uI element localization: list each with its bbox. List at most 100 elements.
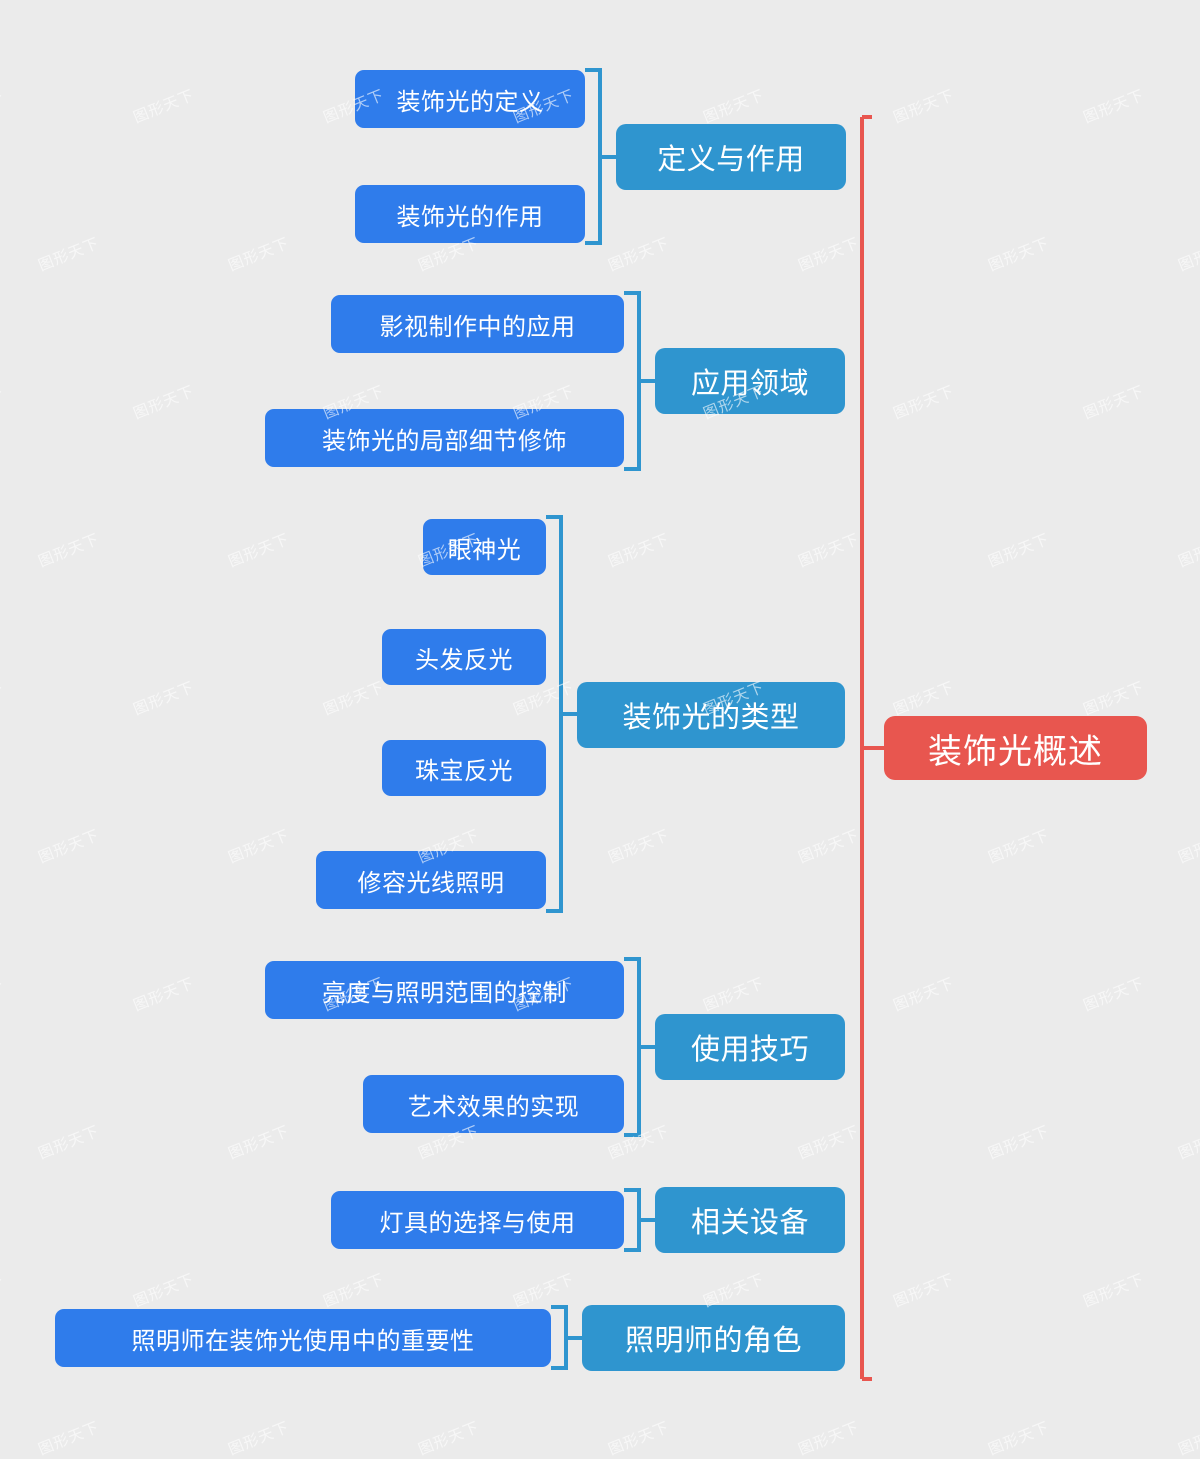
- watermark-text: 图形天下: [1176, 826, 1200, 867]
- watermark-text: 图形天下: [0, 1270, 7, 1311]
- watermark-text: 图形天下: [321, 678, 387, 719]
- watermark-text: 图形天下: [891, 382, 957, 423]
- leaf-node-lamp-selection-and-use[interactable]: 灯具的选择与使用: [331, 1191, 624, 1249]
- watermark-text: 图形天下: [226, 826, 292, 867]
- leaf-label: 照明师在装饰光使用中的重要性: [131, 1327, 475, 1355]
- leaf-label: 珠宝反光: [415, 757, 513, 785]
- watermark-text: 图形天下: [891, 974, 957, 1015]
- watermark-text: 图形天下: [226, 1122, 292, 1163]
- branch-node-lighting-designer-role[interactable]: 照明师的角色: [582, 1305, 845, 1371]
- watermark-text: 图形天下: [131, 382, 197, 423]
- leaf-node-catchlight[interactable]: 眼神光: [423, 519, 546, 575]
- bracket-branch-5: [624, 1188, 655, 1252]
- branch-node-definition-and-role[interactable]: 定义与作用: [616, 124, 846, 190]
- leaf-node-artistic-effect-realization[interactable]: 艺术效果的实现: [363, 1075, 624, 1133]
- watermark-text: 图形天下: [131, 86, 197, 127]
- bracket-branch-1: [585, 68, 616, 245]
- watermark-text: 图形天下: [0, 974, 7, 1015]
- leaf-node-local-detail-enhancement[interactable]: 装饰光的局部细节修饰: [265, 409, 624, 467]
- watermark-text: 图形天下: [986, 826, 1052, 867]
- leaf-label: 头发反光: [415, 646, 513, 674]
- watermark-text: 图形天下: [891, 1270, 957, 1311]
- root-spine: [860, 115, 884, 1381]
- watermark-text: 图形天下: [511, 1270, 577, 1311]
- watermark-text: 图形天下: [226, 530, 292, 571]
- watermark-text: 图形天下: [1176, 1122, 1200, 1163]
- branch-label: 应用领域: [690, 368, 809, 400]
- watermark-text: 图形天下: [321, 1270, 387, 1311]
- root-node-label: 装饰光概述: [928, 732, 1103, 771]
- leaf-node-film-production-application[interactable]: 影视制作中的应用: [331, 295, 624, 353]
- branch-label: 照明师的角色: [624, 1325, 802, 1357]
- leaf-node-role-of-decorative-light[interactable]: 装饰光的作用: [355, 185, 585, 243]
- watermark-text: 图形天下: [796, 234, 862, 275]
- watermark-text: 图形天下: [606, 826, 672, 867]
- leaf-node-definition-of-decorative-light[interactable]: 装饰光的定义: [355, 70, 585, 128]
- watermark-text: 图形天下: [131, 678, 197, 719]
- branch-label: 装饰光的类型: [622, 702, 800, 734]
- watermark-text: 图形天下: [986, 530, 1052, 571]
- watermark-text: 图形天下: [36, 1122, 102, 1163]
- leaf-label: 灯具的选择与使用: [379, 1209, 576, 1237]
- watermark-text: 图形天下: [131, 1270, 197, 1311]
- watermark-text: 图形天下: [1176, 530, 1200, 571]
- watermark-text: 图形天下: [796, 1418, 862, 1459]
- watermark-text: 图形天下: [701, 974, 767, 1015]
- leaf-label: 装饰光的局部细节修饰: [322, 427, 567, 455]
- watermark-text: 图形天下: [701, 86, 767, 127]
- watermark-text: 图形天下: [986, 1418, 1052, 1459]
- watermark-text: 图形天下: [1081, 974, 1147, 1015]
- watermark-text: 图形天下: [986, 234, 1052, 275]
- watermark-text: 图形天下: [1081, 1270, 1147, 1311]
- leaf-node-hair-reflection[interactable]: 头发反光: [382, 629, 546, 685]
- leaf-node-importance-of-lighting-designer[interactable]: 照明师在装饰光使用中的重要性: [55, 1309, 551, 1367]
- leaf-label: 修容光线照明: [357, 869, 505, 897]
- branch-node-decorative-light-types[interactable]: 装饰光的类型: [577, 682, 845, 748]
- watermark-text: 图形天下: [796, 1122, 862, 1163]
- leaf-label: 装饰光的作用: [396, 203, 544, 231]
- watermark-text: 图形天下: [36, 826, 102, 867]
- watermark-text: 图形天下: [986, 1122, 1052, 1163]
- watermark-text: 图形天下: [891, 678, 957, 719]
- watermark-text: 图形天下: [1081, 382, 1147, 423]
- watermark-text: 图形天下: [1176, 234, 1200, 275]
- watermark-text: 图形天下: [606, 1418, 672, 1459]
- watermark-text: 图形天下: [796, 530, 862, 571]
- branch-label: 相关设备: [690, 1207, 809, 1239]
- watermark-text: 图形天下: [226, 234, 292, 275]
- branch-node-related-equipment[interactable]: 相关设备: [655, 1187, 845, 1253]
- watermark-text: 图形天下: [0, 678, 7, 719]
- watermark-text: 图形天下: [226, 1418, 292, 1459]
- watermark-text: 图形天下: [891, 86, 957, 127]
- watermark-text: 图形天下: [416, 1418, 482, 1459]
- leaf-label: 亮度与照明范围的控制: [322, 979, 567, 1007]
- bracket-branch-3: [546, 515, 577, 913]
- watermark-text: 图形天下: [0, 382, 7, 423]
- leaf-node-contouring-light[interactable]: 修容光线照明: [316, 851, 546, 909]
- watermark-text: 图形天下: [606, 234, 672, 275]
- watermark-text: 图形天下: [606, 530, 672, 571]
- watermark-text: 图形天下: [36, 234, 102, 275]
- branch-node-usage-techniques[interactable]: 使用技巧: [655, 1014, 845, 1080]
- branch-label: 定义与作用: [657, 144, 805, 176]
- watermark-text: 图形天下: [36, 530, 102, 571]
- leaf-label: 艺术效果的实现: [407, 1093, 580, 1121]
- watermark-text: 图形天下: [1081, 86, 1147, 127]
- watermark-text: 图形天下: [1176, 1418, 1200, 1459]
- watermark-text: 图形天下: [0, 86, 7, 127]
- root-node[interactable]: 装饰光概述: [884, 716, 1147, 780]
- watermark-text: 图形天下: [1081, 678, 1147, 719]
- bracket-branch-6: [551, 1305, 582, 1370]
- watermark-text: 图形天下: [796, 826, 862, 867]
- leaf-node-brightness-and-range-control[interactable]: 亮度与照明范围的控制: [265, 961, 624, 1019]
- watermark-text: 图形天下: [36, 1418, 102, 1459]
- leaf-label: 眼神光: [447, 536, 522, 564]
- leaf-label: 影视制作中的应用: [379, 313, 576, 341]
- branch-node-application-fields[interactable]: 应用领域: [655, 348, 845, 414]
- bracket-branch-4: [624, 957, 655, 1137]
- bracket-branch-2: [624, 291, 655, 471]
- leaf-label: 装饰光的定义: [396, 88, 544, 116]
- leaf-node-jewelry-reflection[interactable]: 珠宝反光: [382, 740, 546, 796]
- watermark-text: 图形天下: [131, 974, 197, 1015]
